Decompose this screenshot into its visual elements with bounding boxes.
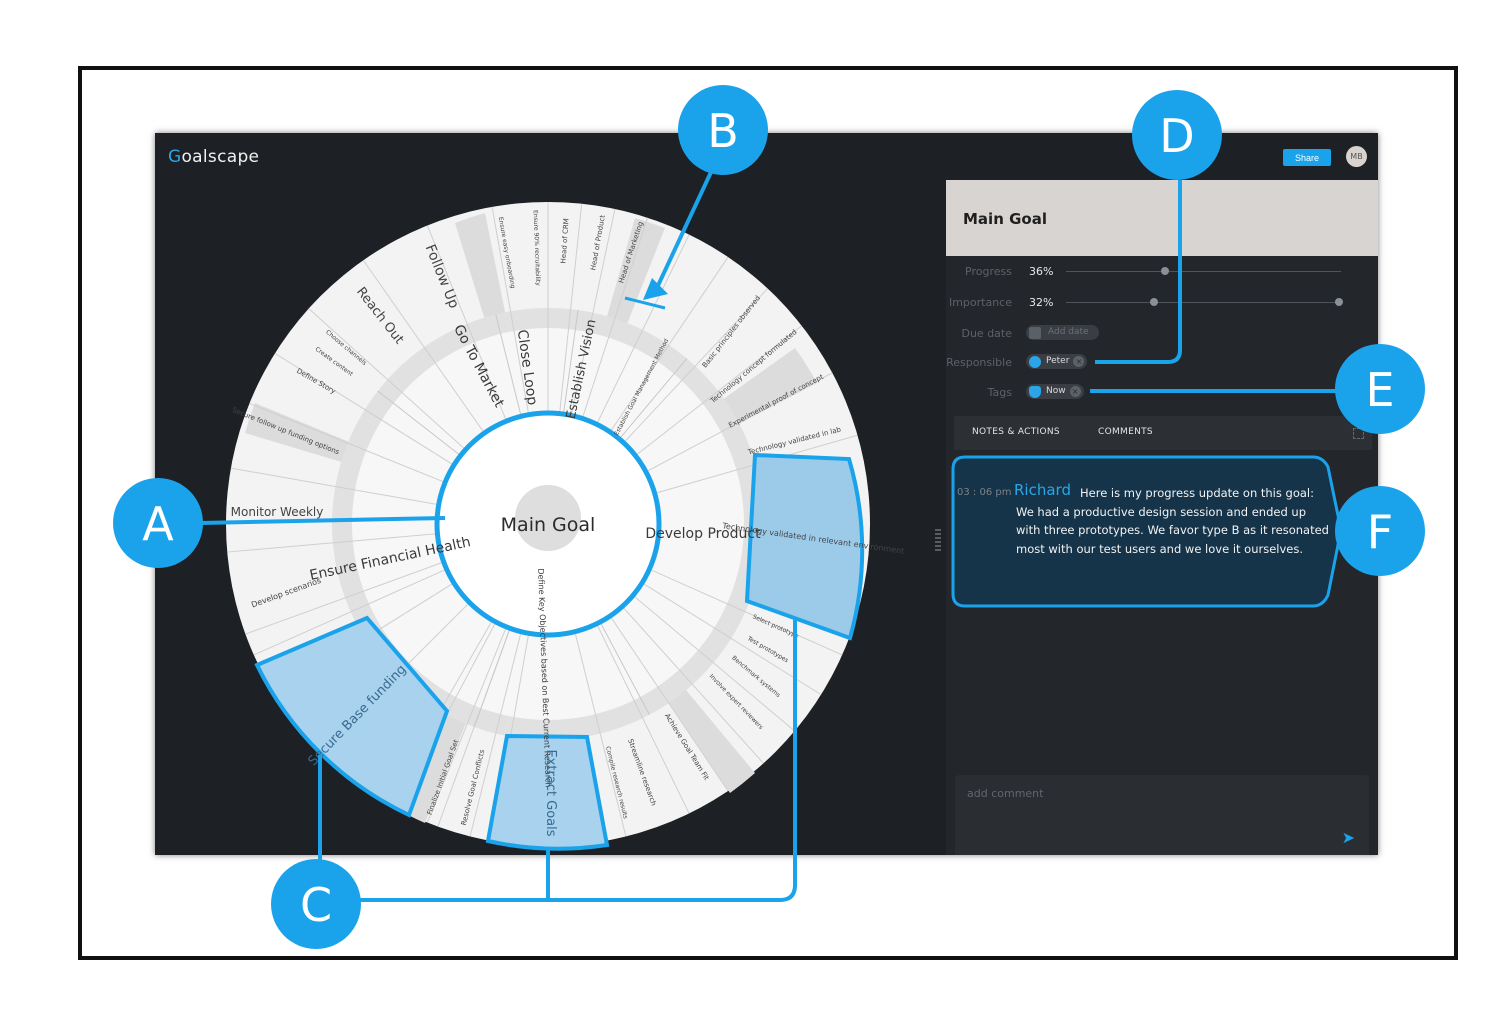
center-progress-dot <box>515 485 581 551</box>
comment-author[interactable]: Richard <box>1014 481 1071 499</box>
panel-tabs: NOTES & ACTIONS COMMENTS <box>954 416 1372 450</box>
selected-segment-marker <box>624 296 666 310</box>
goalscape-logo: Goalscape <box>168 147 260 167</box>
due-date-field[interactable]: Add date <box>1026 325 1099 340</box>
share-button[interactable]: Share <box>1283 149 1331 166</box>
goal-wheel[interactable]: Main Goal Develop Product Ensure Financi… <box>155 133 935 855</box>
importance-label: Importance <box>948 296 1012 309</box>
outer-label-monitor-weekly[interactable]: Monitor Weekly <box>231 505 324 519</box>
importance-slider-end <box>1335 298 1343 306</box>
comment-placeholder: add comment <box>967 787 1044 800</box>
figure-frame <box>78 66 1458 960</box>
comment-text: Here is my progress update on this goal:… <box>1016 486 1329 556</box>
tag-chip[interactable]: Now × <box>1026 384 1084 399</box>
comment-input[interactable]: add comment ➤ <box>955 775 1369 855</box>
progress-slider-knob[interactable] <box>1161 267 1169 275</box>
responsible-label: Responsible <box>946 356 1012 369</box>
person-icon <box>1029 356 1041 368</box>
tags-label: Tags <box>987 386 1012 399</box>
progress-label: Progress <box>965 265 1012 278</box>
inner-label-develop-product[interactable]: Develop Product <box>645 526 761 542</box>
user-avatar[interactable]: MB <box>1346 146 1367 167</box>
remove-responsible-icon[interactable]: × <box>1073 356 1085 367</box>
panel-title[interactable]: Main Goal <box>963 210 1047 228</box>
importance-value: 32% <box>1029 296 1054 309</box>
center-label: Main Goal <box>501 514 596 536</box>
due-date-placeholder: Add date <box>1048 327 1089 337</box>
due-date-label: Due date <box>961 327 1012 340</box>
tag-icon <box>1029 386 1041 398</box>
importance-slider-knob[interactable] <box>1150 298 1158 306</box>
panel-header: Main Goal <box>946 180 1378 256</box>
send-icon[interactable]: ➤ <box>1341 828 1355 847</box>
importance-slider[interactable] <box>1066 302 1341 303</box>
tag-name: Now <box>1046 386 1066 396</box>
progress-slider[interactable] <box>1066 271 1341 272</box>
responsible-chip[interactable]: Peter × <box>1026 354 1088 369</box>
panel-resize-handle[interactable] <box>935 529 941 553</box>
responsible-name: Peter <box>1046 356 1070 366</box>
outer-label-extract-goals[interactable]: Extract Goals <box>543 749 558 836</box>
calendar-icon <box>1029 327 1041 339</box>
comment-card-frame <box>951 455 1343 608</box>
progress-value: 36% <box>1029 265 1054 278</box>
tab-comments[interactable]: COMMENTS <box>1098 427 1153 437</box>
outer-label-head-crm[interactable]: Head of CRM <box>559 218 570 264</box>
remove-tag-icon[interactable]: × <box>1069 386 1081 397</box>
comment-time: 03 : 06 pm <box>957 487 1012 498</box>
segment-technology-validated[interactable] <box>744 452 865 641</box>
expand-icon[interactable] <box>1353 428 1364 439</box>
tab-notes-actions[interactable]: NOTES & ACTIONS <box>972 427 1060 437</box>
outer-label-recruitability[interactable]: Ensure 90% recruitability <box>532 210 542 286</box>
